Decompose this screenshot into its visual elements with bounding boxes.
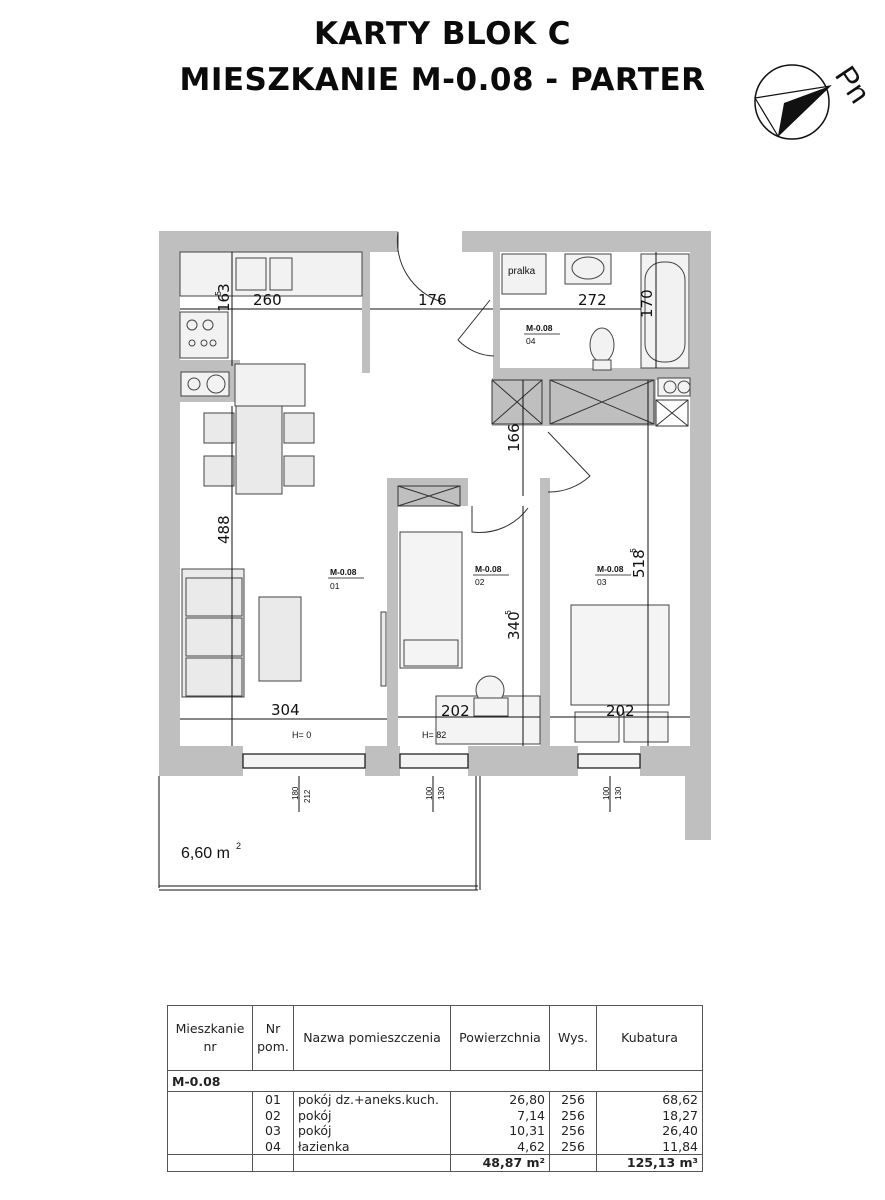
col-header-room-name: Nazwa pomieszczenia [293, 1005, 451, 1071]
col-header-apartment: Mieszkanie nr [167, 1005, 253, 1071]
dim-170: 170 [638, 289, 656, 318]
group-label: M-0.08 [167, 1070, 703, 1092]
shafts [397, 379, 689, 507]
cell-area: 10,31 [450, 1123, 550, 1139]
doors [396, 231, 591, 533]
window1-dim-b: 212 [303, 789, 312, 803]
sheet-subtitle: MIESZKANIE M-0.08 - PARTER [179, 62, 706, 98]
window3-dim-a: 100 [602, 786, 611, 800]
cell-height: 256 [549, 1138, 597, 1155]
room-tag-02: M-0.08 02 [473, 564, 509, 587]
washing-machine-label: pralka [508, 266, 536, 277]
room-schedule-table: Mieszkanie nr Nr pom. Nazwa pomieszczeni… [167, 1005, 703, 1172]
dim-176: 176 [418, 291, 447, 309]
cell-name: pokój dz.+aneks.kuch. [293, 1091, 451, 1108]
sheet-title: KARTY BLOK C [313, 16, 572, 52]
dim-202-room2: 202 [441, 702, 470, 720]
height-h0: H= 0 [292, 730, 311, 740]
table-row: 02 pokój 7,14 256 18,27 [167, 1107, 703, 1123]
totals-row: 48,87 m² 125,13 m³ [167, 1154, 703, 1172]
dim-304: 304 [271, 701, 300, 719]
total-volume: 125,13 m³ [596, 1154, 703, 1172]
cell-name: pokój [293, 1107, 451, 1123]
dim-272: 272 [578, 291, 607, 309]
height-h82: H= 82 [422, 730, 446, 740]
cell-volume: 26,40 [596, 1123, 703, 1139]
dim-166: 166 [505, 423, 523, 452]
window1-dim-a: 180 [291, 786, 300, 800]
room-tag-code: M-0.08 [597, 564, 624, 574]
beds [399, 531, 670, 743]
table-row: 04 łazienka 4,62 256 11,84 [167, 1138, 703, 1155]
cell-height: 256 [549, 1107, 597, 1123]
cell-volume: 68,62 [596, 1091, 703, 1108]
cell-volume: 18,27 [596, 1107, 703, 1123]
window3-dim-b: 130 [614, 786, 623, 800]
cell-nr: 03 [252, 1123, 294, 1139]
table-row: 01 pokój dz.+aneks.kuch. 26,80 256 68,62 [167, 1091, 703, 1108]
room-tag-03: M-0.08 03 [595, 564, 631, 587]
col-header-room-no: Nr pom. [252, 1005, 294, 1071]
sofa [181, 568, 387, 698]
room-tag-nr: 01 [330, 581, 340, 591]
total-area: 48,87 m² [450, 1154, 550, 1172]
dimension-lines [180, 252, 690, 812]
cell-nr: 01 [252, 1091, 294, 1108]
bathroom-fixtures [501, 253, 691, 397]
room-tag-nr: 03 [597, 577, 607, 587]
window2-dim-a: 100 [425, 786, 434, 800]
cell-area: 7,14 [450, 1107, 550, 1123]
room-tag-04: M-0.08 04 [524, 323, 560, 346]
cell-area: 26,80 [450, 1091, 550, 1108]
north-label: Pn [828, 60, 876, 109]
dim-163: 163 [215, 283, 233, 312]
room-tag-code: M-0.08 [526, 323, 553, 333]
cell-name: łazienka [293, 1138, 451, 1155]
dim-488: 488 [215, 515, 233, 544]
cell-name: pokój [293, 1123, 451, 1139]
balcony [158, 776, 481, 891]
dim-163-sup: 5 [214, 291, 223, 296]
room-tag-01: M-0.08 01 [328, 567, 364, 591]
floor-plan: Pn [158, 60, 876, 891]
balcony-area-unit: 2 [236, 841, 241, 851]
room-tag-nr: 02 [475, 577, 485, 587]
dim-518: 518 [630, 549, 648, 578]
room-tag-nr: 04 [526, 336, 536, 346]
col-header-area: Powierzchnia [450, 1005, 550, 1071]
cell-height: 256 [549, 1091, 597, 1108]
cell-nr: 04 [252, 1138, 294, 1155]
table-row: 03 pokój 10,31 256 26,40 [167, 1123, 703, 1139]
cell-nr: 02 [252, 1107, 294, 1123]
window2-dim-b: 130 [437, 786, 446, 800]
cell-height: 256 [549, 1123, 597, 1139]
north-arrow-icon [754, 64, 832, 140]
dining-set [203, 405, 315, 495]
windows [242, 753, 641, 769]
dim-260: 260 [253, 291, 282, 309]
kitchen-units [179, 251, 363, 407]
col-header-height: Wys. [549, 1005, 597, 1071]
cell-area: 4,62 [450, 1138, 550, 1155]
dim-340-sup: 5 [504, 610, 513, 615]
room-tag-code: M-0.08 [330, 567, 357, 577]
dim-518-sup: 5 [629, 548, 638, 553]
dim-202-room3: 202 [606, 702, 635, 720]
col-header-volume: Kubatura [596, 1005, 703, 1071]
cell-volume: 11,84 [596, 1138, 703, 1155]
room-tag-code: M-0.08 [475, 564, 502, 574]
balcony-area: 6,60 m [181, 845, 230, 862]
dim-340: 340 [505, 611, 523, 640]
